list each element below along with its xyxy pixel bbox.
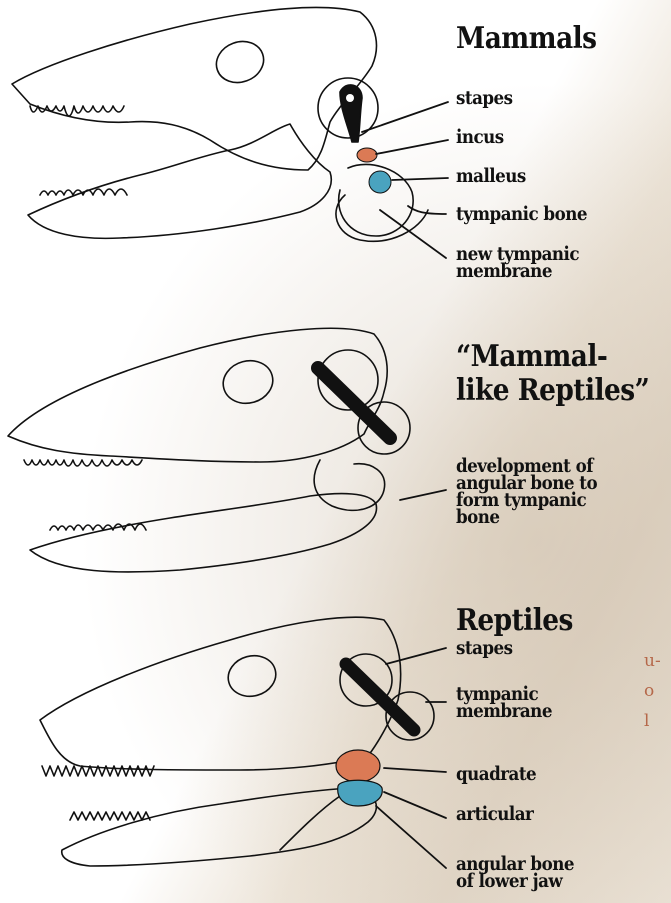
mid-angular-bone <box>314 460 384 510</box>
reptile-jaw-inner <box>280 796 340 850</box>
mammal-like-heading: “Mammal- like Reptiles” <box>456 340 649 408</box>
mid-lower-teeth <box>50 524 146 530</box>
mammal-lower-jaw <box>28 124 331 238</box>
reptile-label-angular-bone: angular bone of lower jaw <box>456 856 574 890</box>
reptile-label-tympanic-membrane: tympanic membrane <box>456 686 552 720</box>
label-pointers <box>362 102 448 868</box>
reptile-upper-skull <box>40 617 401 770</box>
side-text-2: o <box>644 676 654 707</box>
reptile-label-angular-line2: of lower jaw <box>456 873 574 890</box>
mammal-skull <box>12 8 428 242</box>
mid-eye-orbit <box>218 355 277 409</box>
mammals-heading: Mammals <box>456 22 597 56</box>
mammal-eye-orbit <box>211 35 270 89</box>
reptile-skull <box>40 617 434 866</box>
mammal-upper-skull <box>12 8 376 170</box>
reptile-label-tympanic-line2: membrane <box>456 703 552 720</box>
mammal-like-label-development: development of angular bone to form tymp… <box>456 458 597 526</box>
mid-upper-skull <box>8 328 387 462</box>
mammal-like-heading-line1: “Mammal- <box>456 340 649 374</box>
reptile-label-quadrate: quadrate <box>456 766 536 783</box>
reptile-stapes <box>346 664 414 730</box>
mammal-like-skull <box>8 328 410 572</box>
side-text-3: l <box>644 706 649 737</box>
mid-lower-jaw <box>30 494 377 572</box>
mammal-label-malleus: malleus <box>456 168 526 185</box>
mid-upper-teeth <box>24 460 142 466</box>
reptiles-heading: Reptiles <box>456 604 573 638</box>
mammal-label-new-tympanic-line2: membrane <box>456 263 579 280</box>
mammal-like-label-line4: bone <box>456 509 597 526</box>
reptile-label-stapes: stapes <box>456 640 513 657</box>
reptile-quadrate <box>336 750 380 782</box>
reptile-upper-teeth <box>42 766 154 776</box>
mammal-label-incus: incus <box>456 129 504 146</box>
mammal-upper-teeth <box>30 106 124 116</box>
reptile-label-articular: articular <box>456 806 533 823</box>
mammal-label-stapes: stapes <box>456 90 513 107</box>
reptile-eye-orbit <box>224 650 281 701</box>
mammal-label-tympanic-bone: tympanic bone <box>456 206 587 223</box>
mammal-like-heading-line2: like Reptiles” <box>456 374 649 408</box>
reptile-articular <box>338 780 383 806</box>
mammal-malleus <box>369 171 391 193</box>
mammal-stapes <box>340 85 362 142</box>
mammal-incus <box>357 148 377 162</box>
reptile-lower-jaw <box>62 788 377 866</box>
reptile-lower-teeth <box>70 812 150 820</box>
mammal-label-new-tympanic-membrane: new tympanic membrane <box>456 246 579 280</box>
side-text-1: u- <box>644 646 661 677</box>
